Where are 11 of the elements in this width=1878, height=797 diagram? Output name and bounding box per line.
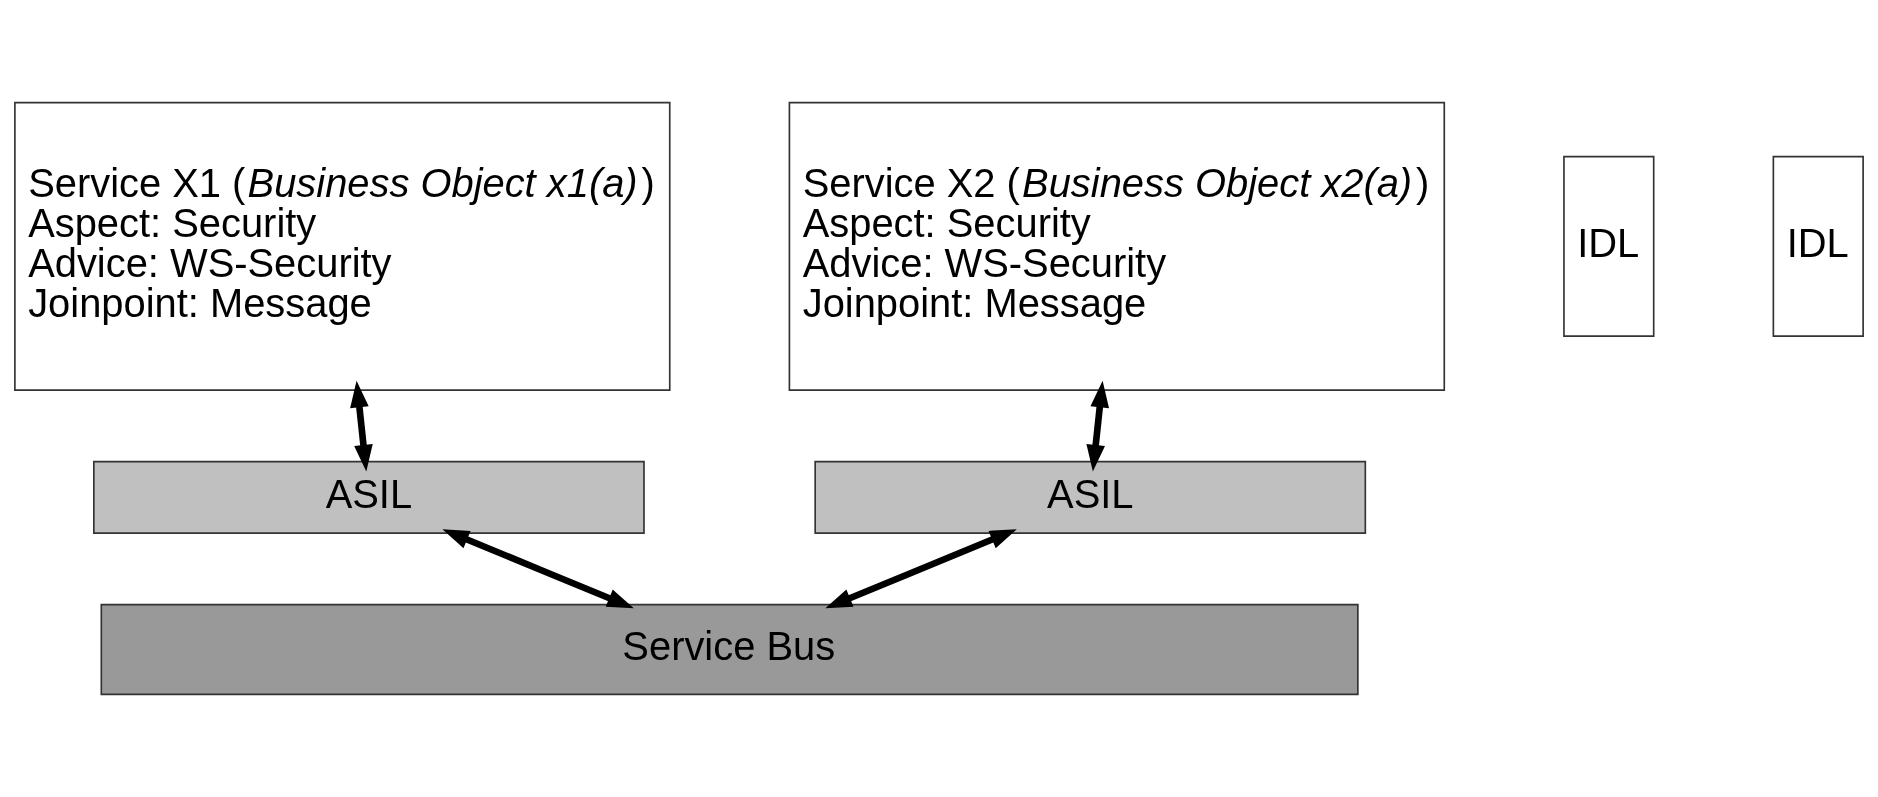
- arrow: [825, 529, 1017, 609]
- node-box: IDL: [1563, 155, 1655, 337]
- arrow: [1086, 380, 1110, 472]
- arrow: [442, 529, 634, 609]
- node-box: Service X1 (Business Object x1(a)) Aspect: Security Advice: WS-Security Joinpoint: Message: [14, 101, 671, 391]
- node-box: ASIL: [93, 460, 645, 534]
- node-box: ASIL: [814, 460, 1367, 534]
- node-box: Service X2 (Business Object x2(a)) Aspect: Security Advice: WS-Security Joinpoint: Message: [788, 101, 1446, 391]
- arrow: [350, 380, 373, 472]
- node-box: IDL: [1772, 155, 1864, 337]
- node-box: Service Bus: [100, 603, 1359, 696]
